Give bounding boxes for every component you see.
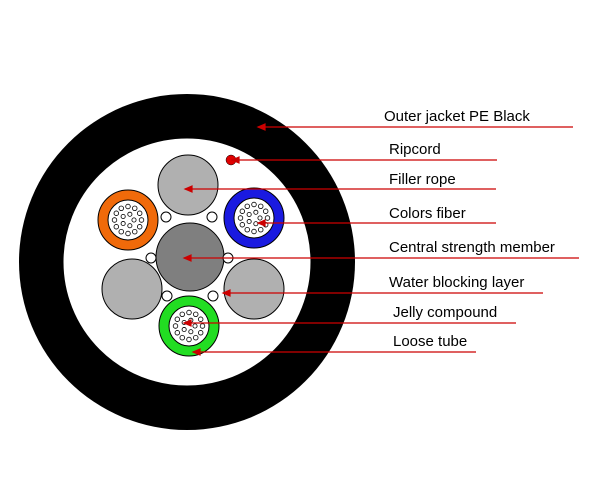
filler-rope-right [223, 258, 285, 320]
fiber [111, 217, 118, 223]
fiber [136, 224, 143, 230]
fiber [113, 224, 120, 230]
fiber [239, 222, 246, 228]
label-filler-rope: Filler rope [389, 171, 456, 188]
fiber [118, 205, 124, 212]
fiber [174, 316, 181, 322]
fiber [179, 334, 185, 341]
fiber [181, 327, 187, 333]
fiber [199, 323, 206, 329]
fiber [193, 311, 199, 318]
fiber [125, 203, 131, 210]
fiber [188, 329, 194, 335]
fiber [127, 223, 133, 229]
label-jelly-compound: Jelly compound [393, 304, 497, 321]
fiber [174, 330, 181, 336]
fiber [197, 330, 204, 336]
fiber [251, 201, 257, 208]
fiber [120, 213, 126, 219]
leader-lines [182, 123, 579, 356]
fiber [251, 228, 257, 235]
fiber [138, 217, 145, 223]
fiber [237, 215, 244, 221]
label-ripcord: Ripcord [389, 141, 441, 158]
fiber [136, 210, 143, 216]
fiber [127, 211, 133, 217]
fiber [258, 203, 264, 210]
fiber [264, 215, 271, 221]
label-water-blocking-layer: Water blocking layer [389, 274, 524, 291]
fiber [244, 226, 250, 233]
label-loose-tube: Loose tube [393, 333, 467, 350]
loose-tube-blue [223, 187, 285, 249]
fiber [113, 210, 120, 216]
fiber [262, 208, 269, 214]
fiber [172, 323, 179, 329]
label-central-strength-member: Central strength member [389, 239, 555, 256]
fiber [120, 221, 126, 227]
fiber [257, 215, 263, 221]
water-blocking-yarns [145, 211, 234, 302]
fiber [246, 211, 252, 217]
fiber [258, 226, 264, 233]
fiber [125, 230, 131, 237]
label-colors-fiber: Colors fiber [389, 205, 466, 222]
fiber [132, 228, 138, 235]
fiber [132, 205, 138, 212]
loose-tube-green [158, 295, 220, 357]
fiber [192, 323, 198, 329]
label-outer-jacket: Outer jacket PE Black [384, 108, 530, 125]
loose-tube-orange [97, 189, 159, 251]
fiber [186, 309, 192, 316]
fiber [246, 219, 252, 225]
fiber [197, 316, 204, 322]
fiber [179, 311, 185, 318]
fiber [131, 217, 137, 223]
fiber [244, 203, 250, 210]
fiber [186, 336, 192, 343]
filler-rope-left [101, 258, 163, 320]
fiber [193, 334, 199, 341]
fiber [253, 209, 259, 215]
fiber [239, 208, 246, 214]
fiber [253, 221, 259, 227]
filler-rope-top [157, 154, 219, 216]
fiber [118, 228, 124, 235]
